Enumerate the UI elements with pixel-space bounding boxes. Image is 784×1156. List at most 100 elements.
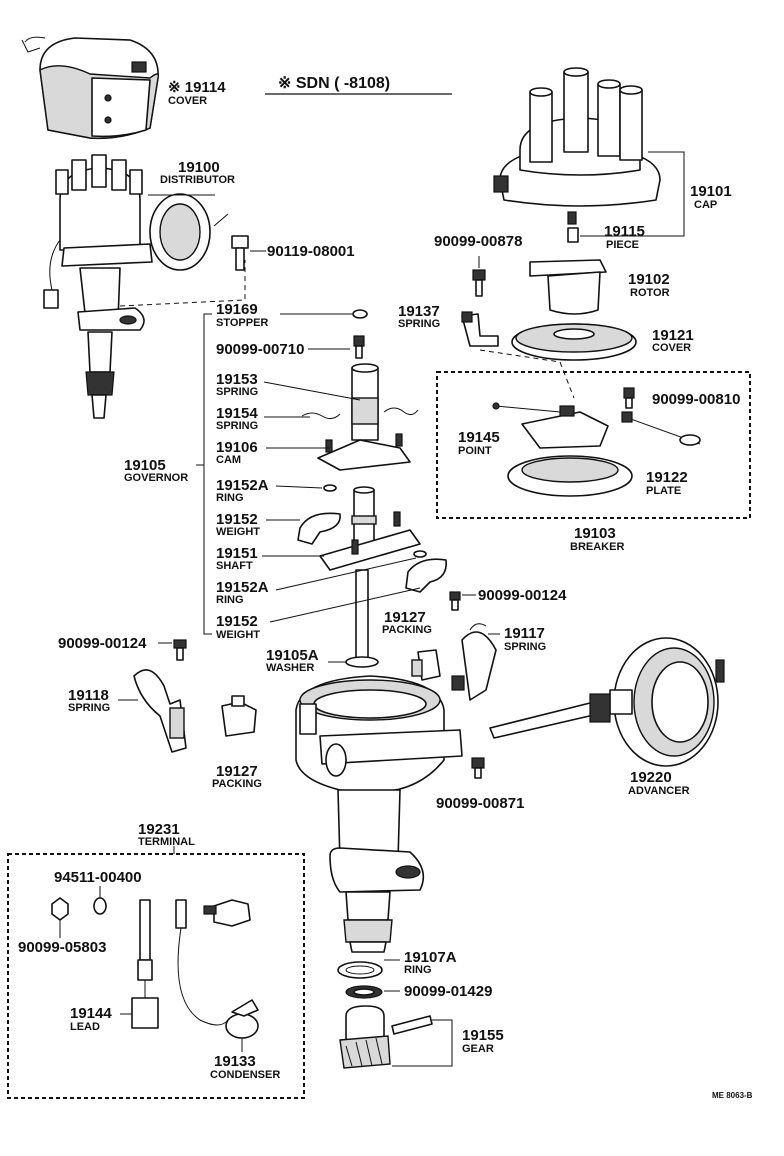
rotor-19102-drawing (529, 259, 607, 315)
svg-text:WEIGHT: WEIGHT (216, 629, 260, 641)
cover-19121-drawing (511, 323, 637, 361)
svg-text:90099-01429: 90099-01429 (404, 983, 492, 1000)
bolt-90119-drawing (231, 235, 249, 271)
callout: 90099-05803 (18, 939, 106, 956)
shaft-19151-drawing (319, 486, 421, 661)
callout: 90099-00710 (216, 341, 304, 358)
svg-text:19137: 19137 (398, 303, 440, 320)
svg-text:19220: 19220 (630, 769, 672, 786)
svg-text:COVER: COVER (652, 342, 691, 354)
svg-text:STOPPER: STOPPER (216, 317, 268, 329)
ring-19152a-2-drawing (413, 550, 427, 558)
svg-text:WEIGHT: WEIGHT (216, 526, 260, 538)
housing-drawing (295, 675, 463, 953)
screw-90099-00871-drawing (471, 757, 485, 779)
svg-text:CAM: CAM (216, 454, 241, 466)
diagram-code: ME 8063-B (712, 1091, 753, 1100)
svg-text:19127: 19127 (384, 609, 426, 626)
svg-text:19117: 19117 (504, 625, 545, 642)
spring-19118-drawing (133, 669, 187, 753)
svg-text:SPRING: SPRING (216, 386, 258, 398)
packing-19127-right-drawing (411, 649, 441, 681)
svg-text:19103: 19103 (574, 525, 616, 542)
svg-text:19145: 19145 (458, 429, 500, 446)
svg-text:19127: 19127 (216, 763, 258, 780)
svg-text:RING: RING (404, 964, 432, 976)
svg-text:GEAR: GEAR (462, 1043, 494, 1055)
callout: 90099-00124 (478, 587, 567, 604)
callout: 90099-00871 (436, 795, 524, 812)
svg-text:BREAKER: BREAKER (570, 541, 624, 553)
sdn-note: ※ SDN ( -8108) (278, 75, 390, 92)
svg-text:19105: 19105 (124, 457, 166, 474)
svg-text:19106: 19106 (216, 439, 258, 456)
callout: 90099-00810 (652, 391, 740, 408)
callout: 90119-08001 (267, 243, 355, 260)
svg-text:PLATE: PLATE (646, 485, 681, 497)
svg-text:19101: 19101 (690, 183, 732, 200)
callout: 90099-01429 (404, 983, 492, 1000)
svg-text:19152: 19152 (216, 613, 258, 630)
svg-text:19231: 19231 (138, 821, 180, 838)
svg-text:19151: 19151 (216, 545, 258, 562)
svg-text:PIECE: PIECE (606, 239, 639, 251)
ring-19107a-drawing (337, 961, 383, 979)
plate-19122-drawing (507, 455, 633, 497)
svg-text:19133: 19133 (214, 1053, 256, 1070)
callout: 94511-00400 (54, 869, 142, 886)
svg-text:90099-00710: 90099-00710 (216, 341, 304, 358)
svg-text:19155: 19155 (462, 1027, 504, 1044)
svg-text:CONDENSER: CONDENSER (210, 1069, 280, 1081)
svg-text:PACKING: PACKING (382, 624, 432, 636)
svg-text:COVER: COVER (168, 95, 207, 107)
spring-19117-drawing (451, 623, 497, 701)
spring-19137-drawing (461, 311, 499, 347)
terminal-parts-drawing (51, 897, 259, 1039)
svg-text:19153: 19153 (216, 371, 258, 388)
svg-text:19115: 19115 (604, 223, 645, 240)
svg-text:19152A: 19152A (216, 477, 269, 494)
svg-text:POINT: POINT (458, 445, 492, 457)
svg-text:90119-08001: 90119-08001 (267, 243, 355, 260)
svg-text:19169: 19169 (216, 301, 258, 318)
svg-text:SPRING: SPRING (216, 420, 258, 432)
svg-text:19107A: 19107A (404, 949, 457, 966)
cap-19101-drawing (493, 67, 661, 207)
svg-text:19152A: 19152A (216, 579, 269, 596)
cam-19106-drawing (317, 363, 411, 471)
governor-bracket (203, 313, 212, 635)
svg-text:SHAFT: SHAFT (216, 560, 253, 572)
point-19145-drawing (492, 402, 609, 449)
svg-text:RING: RING (216, 594, 244, 606)
weight-19152-1-drawing (297, 512, 341, 545)
breaker-box (436, 371, 751, 519)
svg-text:19144: 19144 (70, 1005, 112, 1022)
advancer-19220-drawing (489, 637, 725, 767)
lead-wire-drawing (621, 411, 701, 446)
svg-text:19154: 19154 (216, 405, 258, 422)
svg-text:SPRING: SPRING (398, 318, 440, 330)
svg-text:90099-05803: 90099-05803 (18, 939, 106, 956)
